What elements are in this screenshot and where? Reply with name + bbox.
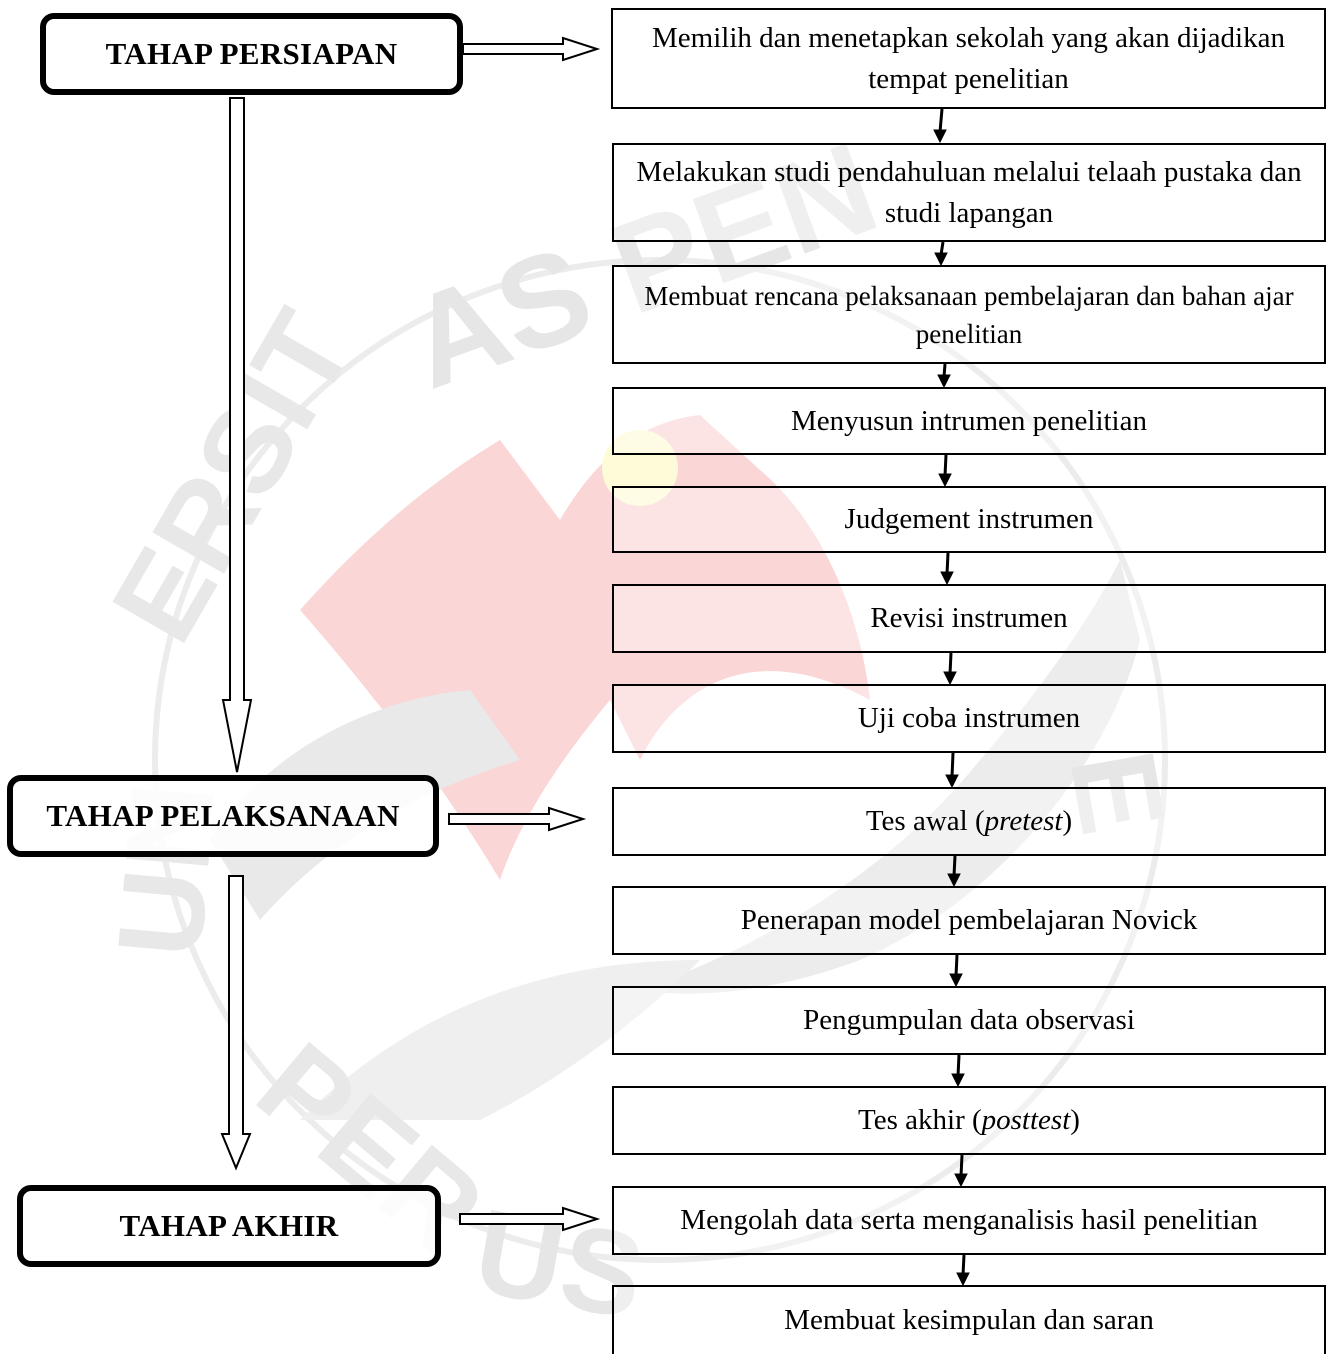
step-text-italic: pretest: [984, 805, 1063, 837]
step-text: Pengumpulan data observasi: [803, 1004, 1135, 1036]
step-arrow-shaft: [945, 552, 950, 575]
step-arrow-shaft: [954, 954, 959, 977]
step-box: Revisi instrumen: [612, 584, 1326, 653]
stage-label: TAHAP AKHIR: [119, 1208, 339, 1243]
step-box: Menyusun intrumen penelitian: [612, 387, 1326, 455]
step-arrow-head: [945, 774, 959, 789]
hollow-arrow-persiapan: [462, 36, 601, 62]
step-arrow-head: [949, 973, 963, 988]
step-text: Memilih dan menetapkan sekolah yang akan…: [652, 21, 1285, 95]
step-text: Penerapan model pembelajaran Novick: [740, 904, 1198, 936]
step-arrow-head: [937, 374, 951, 389]
step-box: Tes akhir (posttest): [612, 1086, 1326, 1155]
step-arrow-head: [934, 252, 948, 267]
step-arrow-head: [951, 1073, 965, 1088]
step-arrow-shaft: [956, 1054, 961, 1077]
step-text-suffix: ): [1070, 1104, 1080, 1136]
stage-label: TAHAP PELAKSANAAN: [46, 798, 400, 833]
step-text: Mengolah data serta menganalisis hasil p…: [680, 1204, 1258, 1236]
step-box: Pengumpulan data observasi: [612, 986, 1326, 1055]
stage-akhir: TAHAP AKHIR: [17, 1185, 441, 1267]
step-text: Membuat kesimpulan dan saran: [784, 1304, 1154, 1336]
hollow-arrow-akhir: [459, 1206, 601, 1232]
step-text-italic: posttest: [981, 1104, 1071, 1136]
step-text: Judgement instrumen: [844, 503, 1094, 535]
step-text-suffix: ): [1062, 805, 1073, 837]
step-arrow-shaft: [948, 652, 953, 675]
step-arrow-shaft: [952, 855, 957, 877]
step-text-prefix: Tes akhir (: [858, 1104, 982, 1136]
step-text: Revisi instrumen: [870, 602, 1068, 634]
step-text: Membuat rencana pelaksanaan pembelajaran…: [644, 280, 1294, 349]
step-arrow-shaft: [959, 1154, 964, 1177]
step-arrow-shaft: [943, 454, 948, 477]
stage-label: TAHAP PERSIAPAN: [105, 36, 398, 71]
stage-pelaksanaan: TAHAP PELAKSANAAN: [7, 775, 439, 857]
step-arrow-head: [940, 571, 954, 586]
step-arrow-head: [933, 129, 947, 144]
svg-text:US: US: [465, 1184, 652, 1345]
step-text: Menyusun intrumen penelitian: [791, 404, 1147, 437]
step-arrow-head: [947, 873, 961, 888]
step-box: Judgement instrumen: [612, 486, 1326, 553]
step-text: Melakukan studi pendahuluan melalui tela…: [636, 155, 1302, 229]
step-text-prefix: Tes awal (: [865, 805, 985, 837]
hollow-arrow-pelaksanaan: [448, 806, 587, 832]
step-arrows: [933, 108, 970, 1287]
step-box: Mengolah data serta menganalisis hasil p…: [612, 1186, 1326, 1255]
step-arrow-head: [938, 473, 952, 488]
step-text: Uji coba instrumen: [857, 702, 1081, 734]
stage-persiapan: TAHAP PERSIAPAN: [40, 13, 463, 95]
step-arrow-shaft: [950, 752, 955, 778]
step-arrow-shaft: [961, 1254, 966, 1276]
step-arrow-shaft: [938, 108, 944, 133]
step-box: Uji coba instrumen: [612, 684, 1326, 753]
hollow-arrow-down-2: [220, 875, 252, 1171]
step-arrow-head: [943, 671, 957, 686]
step-box: Tes awal (pretest): [612, 787, 1326, 856]
step-box: Membuat kesimpulan dan saran: [612, 1285, 1326, 1354]
step-box: Membuat rencana pelaksanaan pembelajaran…: [612, 265, 1326, 364]
step-box: Penerapan model pembelajaran Novick: [612, 886, 1326, 955]
step-arrow-head: [956, 1272, 970, 1287]
step-box: Memilih dan menetapkan sekolah yang akan…: [611, 8, 1326, 109]
hollow-arrow-down-1: [221, 97, 253, 773]
step-arrow-head: [954, 1173, 968, 1188]
step-box: Melakukan studi pendahuluan melalui tela…: [612, 143, 1326, 242]
